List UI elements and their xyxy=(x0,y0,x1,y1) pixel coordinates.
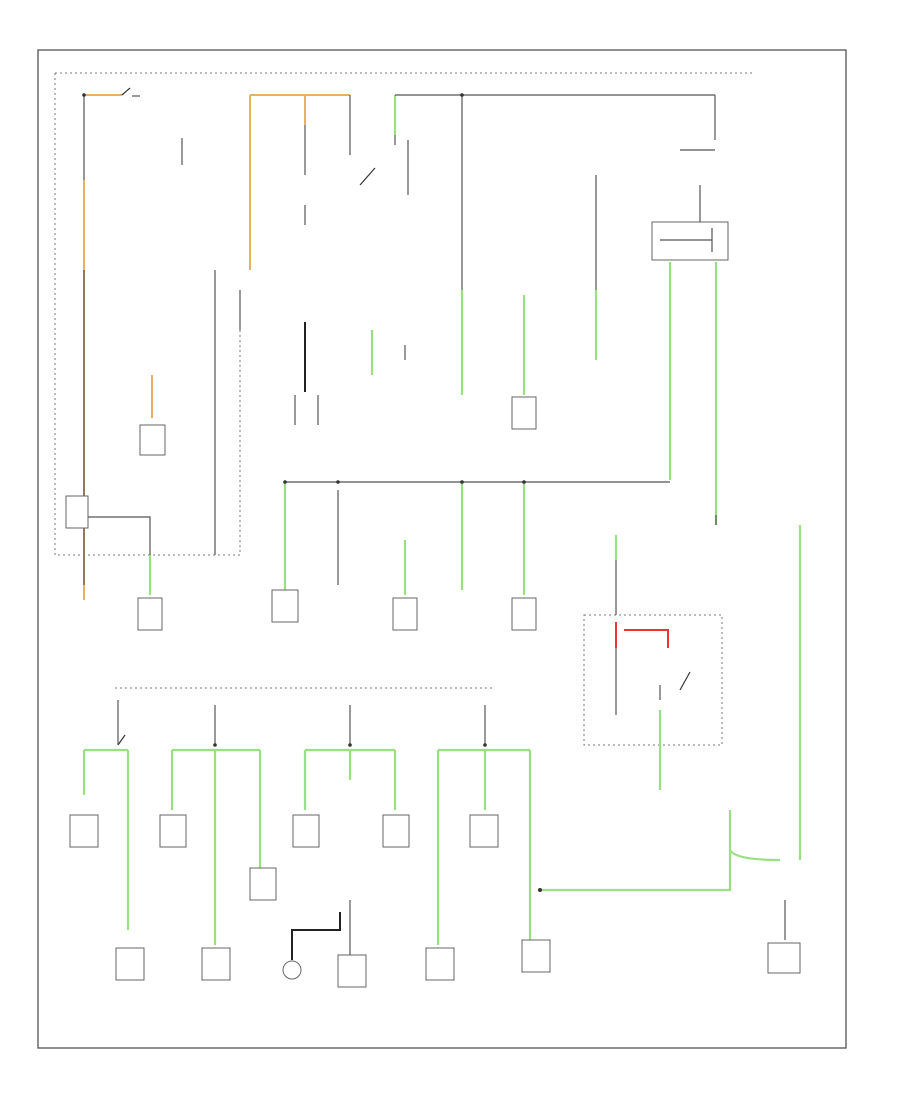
component-box xyxy=(115,947,145,981)
component-box xyxy=(337,954,367,988)
component-box xyxy=(767,942,801,974)
circuit-upper-left xyxy=(65,87,216,600)
circuit-bottom-right xyxy=(538,810,786,940)
junction-dots xyxy=(82,93,526,747)
component-box xyxy=(271,589,299,623)
component-box xyxy=(159,814,187,848)
component-box xyxy=(249,867,277,901)
circuit-lower-branches xyxy=(82,700,532,945)
connector-block xyxy=(594,175,729,525)
component-box xyxy=(69,814,99,848)
component-box xyxy=(139,424,166,456)
component-box xyxy=(65,495,89,529)
fuse-box-outline xyxy=(54,72,752,746)
circuit-second-row xyxy=(83,482,537,631)
circuit-right-relay xyxy=(614,515,802,860)
component-box xyxy=(469,814,499,848)
page-border xyxy=(37,49,847,1049)
component-box xyxy=(511,597,537,631)
lower-components xyxy=(69,814,801,988)
component-box xyxy=(511,396,537,430)
connector-box xyxy=(651,221,729,261)
component-box xyxy=(292,814,320,848)
ground-symbol xyxy=(282,960,302,980)
component-box xyxy=(382,814,410,848)
circuit-middle-row xyxy=(239,290,670,483)
component-box xyxy=(201,947,231,981)
component-box xyxy=(521,939,551,973)
component-box xyxy=(425,947,455,981)
component-box xyxy=(137,597,163,631)
component-box xyxy=(392,597,418,631)
circuit-upper-middle xyxy=(249,94,716,290)
